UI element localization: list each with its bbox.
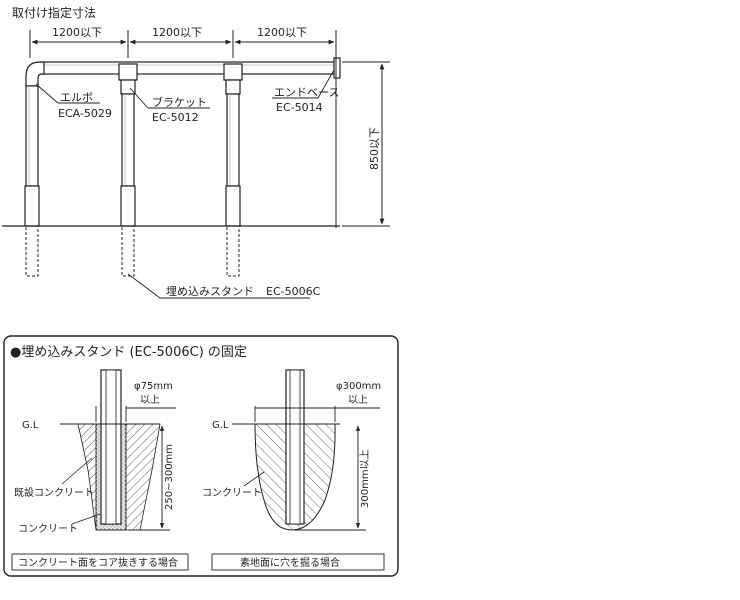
elbow-code: ECA-5029 xyxy=(58,107,112,120)
core-caption-box xyxy=(11,553,189,571)
ground-diameter: φ300mm xyxy=(336,381,381,392)
ground-concrete-leader xyxy=(243,471,265,487)
fixing-title: ●埋め込みスタンド (EC-5006C) の固定 xyxy=(10,345,247,360)
ground-caption-box xyxy=(211,553,385,571)
spacing-label-1: 1200以下 xyxy=(52,26,102,39)
spacing-dimension xyxy=(29,30,337,58)
core-diameter: φ75mm xyxy=(134,381,173,392)
bracket-name: ブラケット xyxy=(152,95,207,109)
height-dimension xyxy=(342,61,390,227)
end-base-name: エンドベース xyxy=(274,86,339,99)
embedded-stands xyxy=(25,225,240,277)
post-middle-1 xyxy=(118,63,138,227)
ground-diameter-dimension xyxy=(254,406,380,422)
ground-diameter-more: 以上 xyxy=(348,394,368,406)
core-concrete-leader xyxy=(71,513,101,525)
spacing-label-2: 1200以下 xyxy=(152,26,202,39)
ground-depth-dimension xyxy=(294,425,366,531)
core-depth: 250~300mm xyxy=(164,444,175,510)
fixing-panel xyxy=(3,335,399,577)
elbow-name: エルボ xyxy=(60,91,93,104)
core-caption: コンクリート面をコア抜きする場合 xyxy=(18,556,178,569)
ground-caption: 素地面に穴を掘る場合 xyxy=(240,556,340,569)
ground-concrete: コンクリート xyxy=(202,487,262,499)
core-existing-concrete: 既設コンクリート xyxy=(14,486,94,499)
height-label: 850以下 xyxy=(368,127,381,170)
end-base-code: EC-5014 xyxy=(276,101,323,114)
core-case-diagram xyxy=(60,369,161,531)
elbow-part xyxy=(25,61,45,87)
stand-code: EC-5006C xyxy=(266,285,321,298)
core-concrete: コンクリート xyxy=(18,523,78,535)
core-diameter-more: 以上 xyxy=(140,394,160,406)
top-rail xyxy=(39,50,341,228)
core-depth-dimension xyxy=(128,425,170,531)
bracket-code: EC-5012 xyxy=(152,111,199,124)
post-middle-2 xyxy=(223,63,243,227)
spacing-label-3: 1200以下 xyxy=(257,26,307,39)
ground-depth: 300mm以上 xyxy=(359,449,371,508)
post-left xyxy=(24,85,40,227)
core-diameter-dimension xyxy=(95,406,176,422)
existing-concrete-leader xyxy=(61,457,93,485)
stand-name: 埋め込みスタンド xyxy=(166,285,254,298)
ground-case-diagram xyxy=(232,369,340,531)
core-gl-label: G.L xyxy=(22,420,39,431)
main-title: 取付け指定寸法 xyxy=(12,5,96,20)
ground-gl-label: G.L xyxy=(212,420,229,431)
callout-lines xyxy=(35,69,335,299)
